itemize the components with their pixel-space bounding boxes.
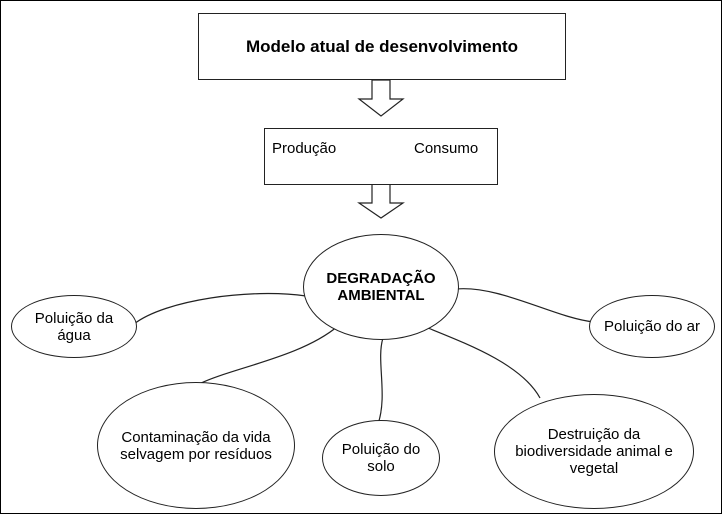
node-destruicao-biodiversidade: Destruição da biodiversidade animal e ve…	[494, 394, 694, 509]
node-bio-line1: Destruição da	[515, 426, 673, 443]
node-ar-line1: Poluição do ar	[604, 318, 700, 335]
connector-ar	[456, 289, 594, 322]
center-node-line2: AMBIENTAL	[326, 287, 435, 304]
producao-label: Produção	[272, 140, 336, 157]
top-box: Modelo atual de desenvolvimento	[198, 13, 566, 80]
consumo-label: Consumo	[414, 140, 478, 157]
node-agua-line2: água	[35, 327, 113, 344]
top-box-label: Modelo atual de desenvolvimento	[246, 37, 518, 57]
node-contaminacao-vida-selvagem: Contaminação da vida selvagem por resídu…	[97, 382, 295, 509]
production-consumption-box: Produção Consumo	[264, 128, 498, 185]
connector-biodiversidade	[428, 328, 540, 398]
connector-vida-selvagem	[197, 326, 338, 385]
connector-solo	[378, 338, 383, 424]
node-poluicao-ar: Poluição do ar	[589, 295, 715, 358]
node-vida-line2: selvagem por resíduos	[120, 446, 272, 463]
node-poluicao-solo: Poluição do solo	[322, 420, 440, 496]
node-vida-line1: Contaminação da vida	[120, 429, 272, 446]
connector-agua	[134, 294, 306, 324]
node-agua-line1: Poluição da	[35, 310, 113, 327]
node-solo-line1: Poluição do	[342, 441, 420, 458]
center-node-degradacao-ambiental: DEGRADAÇÃO AMBIENTAL	[303, 234, 459, 340]
flow-arrow-top	[359, 80, 403, 116]
node-poluicao-agua: Poluição da água	[11, 295, 137, 358]
center-node-line1: DEGRADAÇÃO	[326, 270, 435, 287]
node-bio-line3: vegetal	[515, 460, 673, 477]
flow-arrow-middle	[359, 184, 403, 218]
node-solo-line2: solo	[342, 458, 420, 475]
node-bio-line2: biodiversidade animal e	[515, 443, 673, 460]
